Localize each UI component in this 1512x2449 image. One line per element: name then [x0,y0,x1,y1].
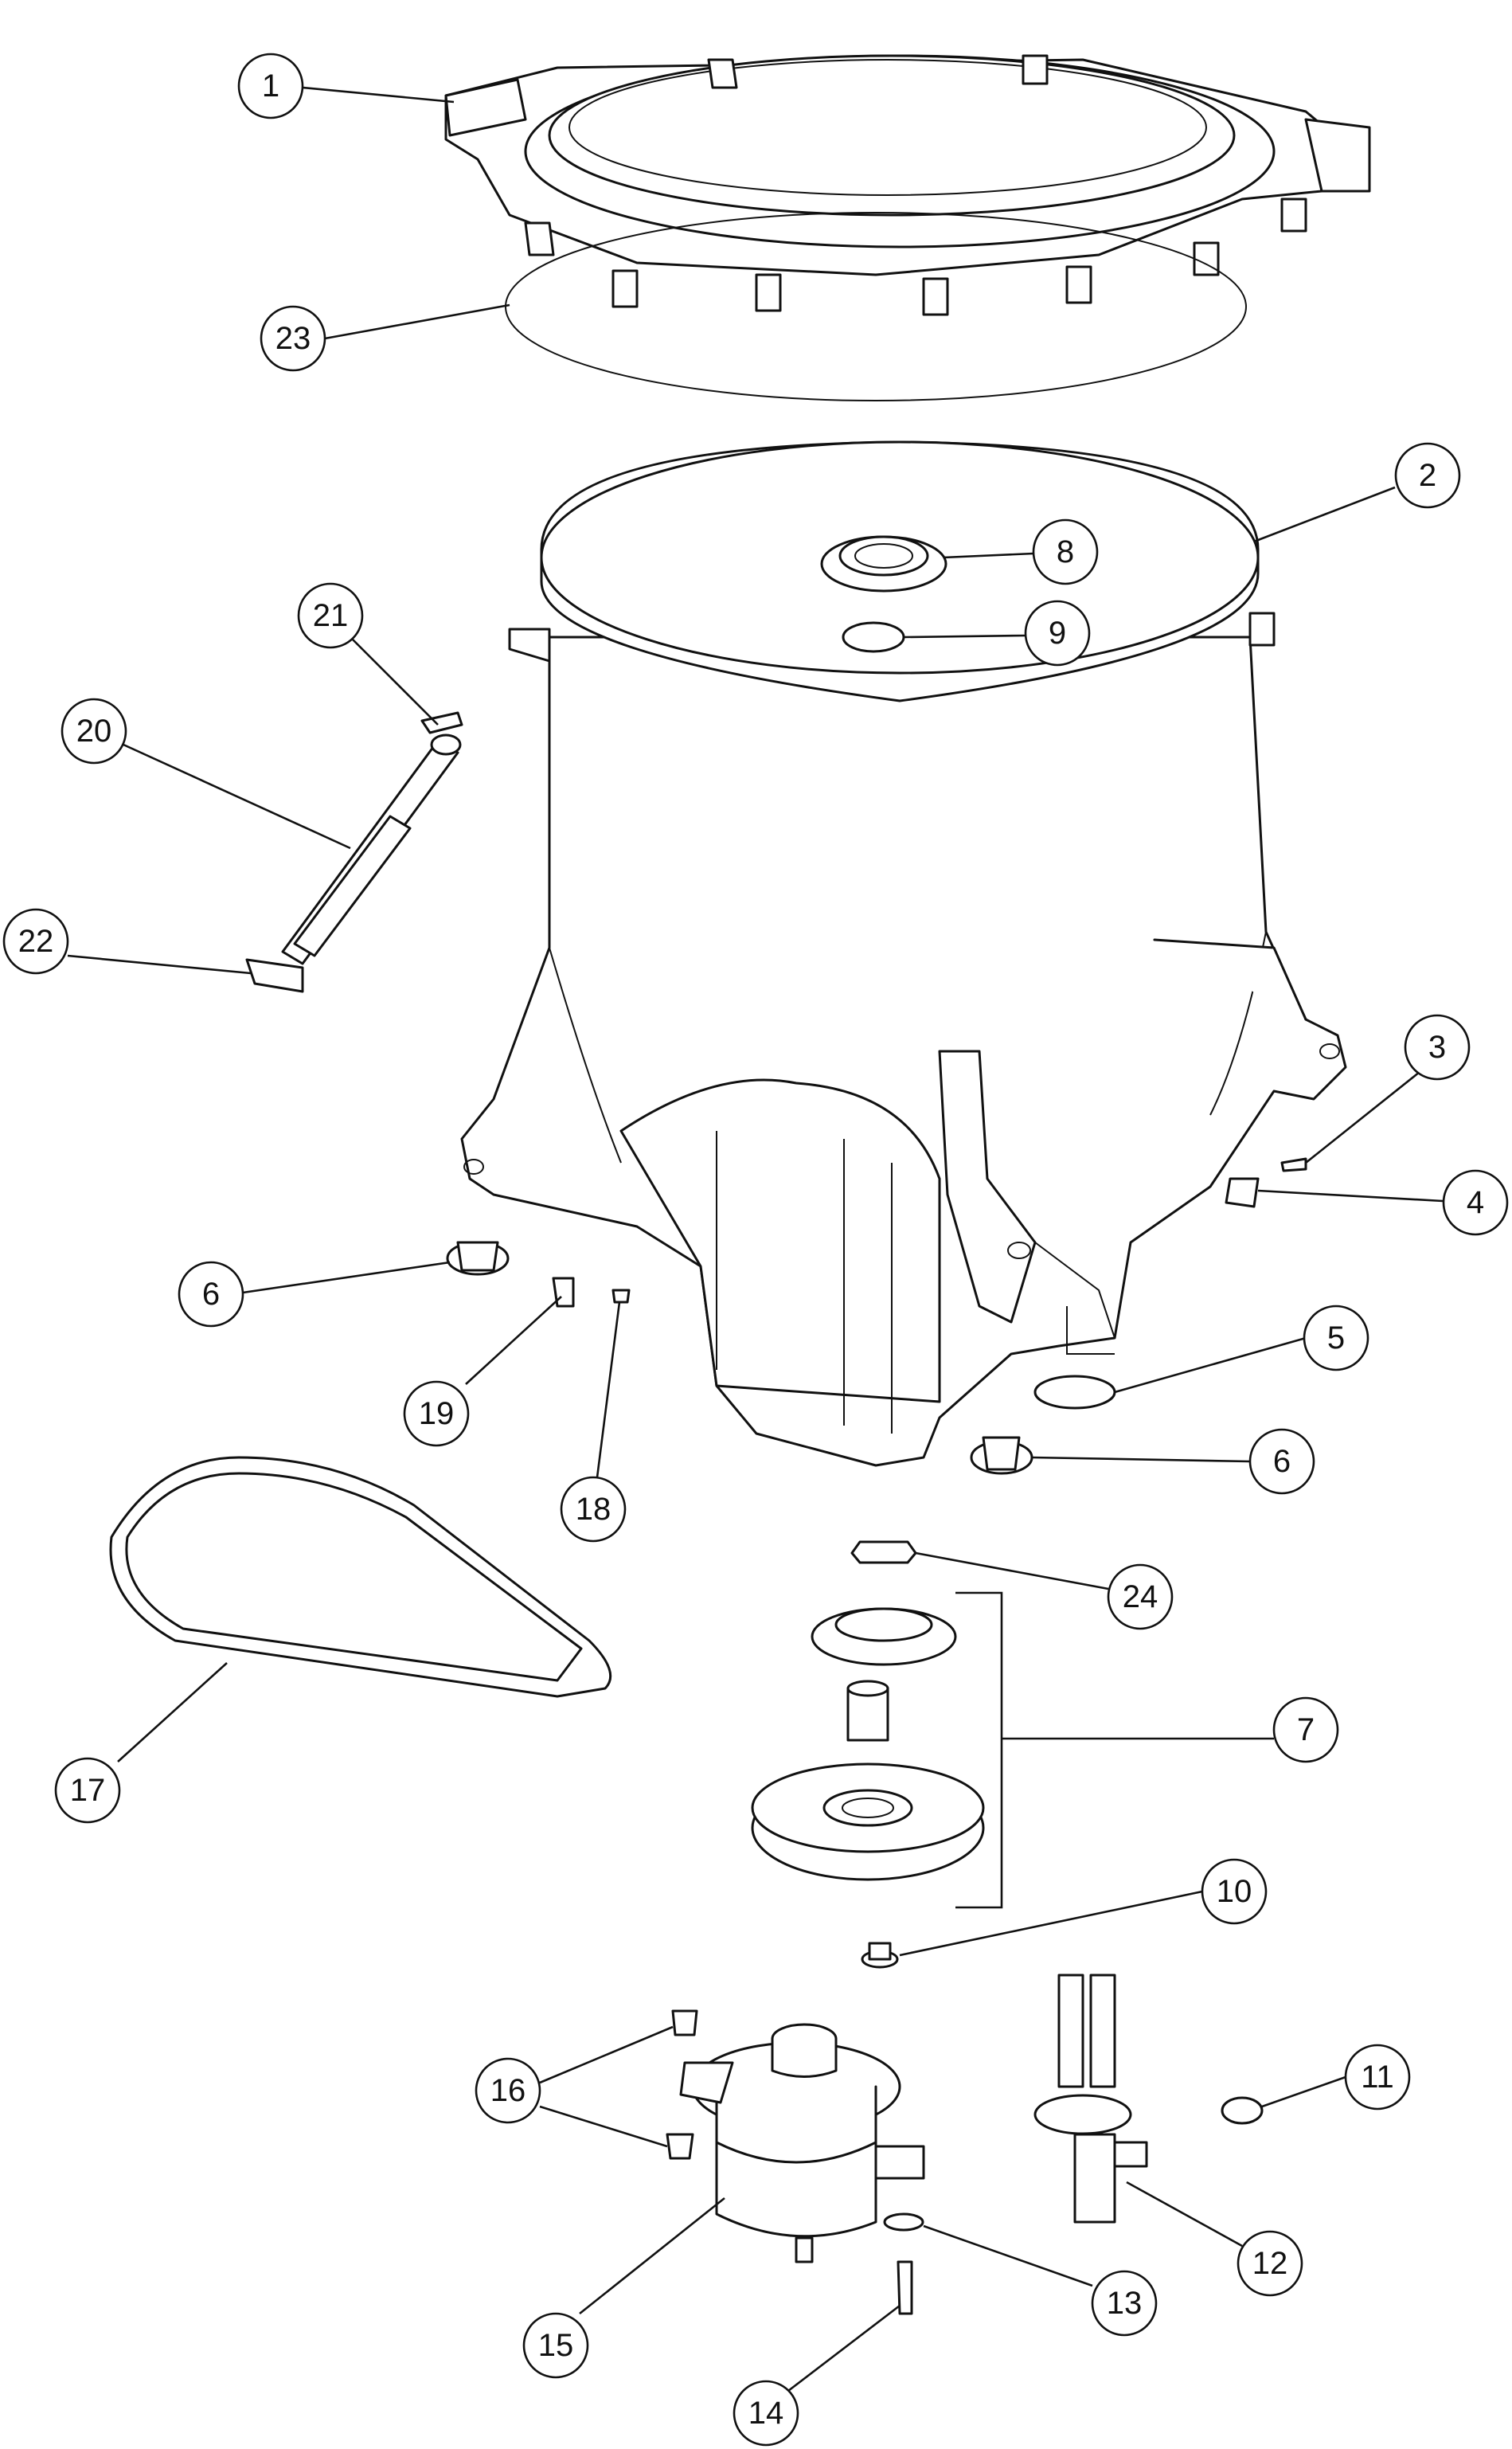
callout-16-label: 16 [490,2073,526,2108]
callout-12: 12 [1237,2230,1303,2297]
drive-belt-part [109,1456,612,1698]
callout-10: 10 [1201,1858,1268,1925]
callout-15-label: 15 [538,2328,574,2363]
leader-4 [1257,1189,1444,1203]
tub-bearing-part [820,535,947,593]
leader-10 [899,1890,1203,1957]
callout-4: 4 [1442,1169,1509,1236]
leader-22 [67,954,252,975]
callout-24-label: 24 [1123,1579,1158,1614]
hose-clamp-part [1221,2096,1264,2125]
clip-part [1225,1177,1260,1208]
callout-23: 23 [260,305,326,372]
leader-11 [1261,2075,1346,2108]
callout-21-label: 21 [313,598,349,633]
grommet-part-lower [666,2133,694,2160]
leader-8 [943,552,1034,559]
callout-18-label: 18 [576,1492,611,1527]
callout-6a: 6 [178,1261,244,1328]
callout-14-label: 14 [748,2396,784,2431]
leader-19 [465,1296,562,1385]
leader-21 [350,636,439,726]
callout-3-label: 3 [1428,1030,1446,1065]
callout-14: 14 [733,2380,799,2447]
callout-7: 7 [1272,1696,1339,1763]
callout-11-label: 11 [1361,2060,1394,2095]
callout-11: 11 [1344,2044,1411,2111]
leader-15 [579,2197,725,2315]
bolt-part-10 [861,1942,899,1969]
callout-2: 2 [1394,442,1461,509]
callout-10-label: 10 [1217,1874,1252,1909]
drain-ring-part [1033,1375,1116,1410]
callout-18: 18 [560,1476,627,1543]
leader-17 [117,1662,228,1762]
leader-3 [1305,1067,1424,1164]
callout-12-label: 12 [1252,2246,1288,2281]
callout-4-label: 4 [1467,1185,1484,1220]
callout-17-label: 17 [70,1773,106,1808]
callout-22-label: 22 [18,924,54,959]
callout-1: 1 [237,53,304,119]
foot-part-upper [446,1241,510,1276]
callout-6b-label: 6 [1273,1444,1291,1479]
callout-13-label: 13 [1107,2286,1143,2321]
callout-8: 8 [1032,518,1099,585]
screw-part-18 [611,1289,631,1304]
callout-23-label: 23 [275,321,311,356]
foot-part-lower [970,1436,1033,1475]
suspension-rod-part [245,711,463,993]
callout-20-label: 20 [76,714,112,749]
hex-nut-part [850,1540,917,1564]
callout-15: 15 [522,2312,589,2379]
leader-16a [539,2025,674,2084]
drain-pump-part [679,2023,925,2263]
callout-22: 22 [2,908,69,975]
leader-12 [1126,2181,1243,2248]
leader-6b [1031,1456,1251,1463]
callout-19: 19 [403,1380,470,1447]
callout-3: 3 [1404,1014,1471,1081]
leader-1 [302,86,455,104]
tub-ring-part [444,54,1371,316]
callout-6a-label: 6 [202,1277,220,1312]
callout-9-label: 9 [1049,616,1066,651]
leader-14 [787,2304,901,2392]
washer-part [883,2212,924,2232]
o-ring-part [842,621,905,653]
leader-13 [923,2224,1093,2287]
callout-2-label: 2 [1419,458,1436,493]
pulley-assembly-part [751,1591,1003,1909]
callout-20: 20 [61,698,127,765]
callout-19-label: 19 [419,1396,455,1431]
callout-17: 17 [54,1757,121,1824]
leader-24 [915,1551,1109,1590]
screw-part [1280,1157,1307,1172]
leader-2 [1253,486,1396,543]
leader-6a [242,1261,451,1294]
heater-element-part [1033,1974,1148,2224]
leader-20 [123,743,351,850]
leader-23 [324,303,510,340]
callout-5-label: 5 [1327,1320,1345,1356]
callout-7-label: 7 [1297,1712,1315,1747]
leader-18 [596,1301,621,1478]
callout-24: 24 [1107,1563,1174,1630]
outer-tub-part [460,440,1347,1467]
callout-1-label: 1 [262,68,279,104]
callout-6b: 6 [1248,1428,1315,1495]
leader-lines [67,86,1444,2392]
callout-5: 5 [1303,1305,1369,1371]
callout-13: 13 [1091,2270,1158,2337]
callout-8-label: 8 [1057,534,1074,569]
screw-part-14 [897,2260,913,2315]
leader-9 [903,634,1026,639]
callout-9: 9 [1024,600,1091,667]
leader-5 [1114,1336,1307,1394]
grommet-part-upper [671,2009,698,2036]
leader-16b [539,2105,668,2148]
callout-21: 21 [297,582,364,649]
callout-16: 16 [475,2057,541,2124]
